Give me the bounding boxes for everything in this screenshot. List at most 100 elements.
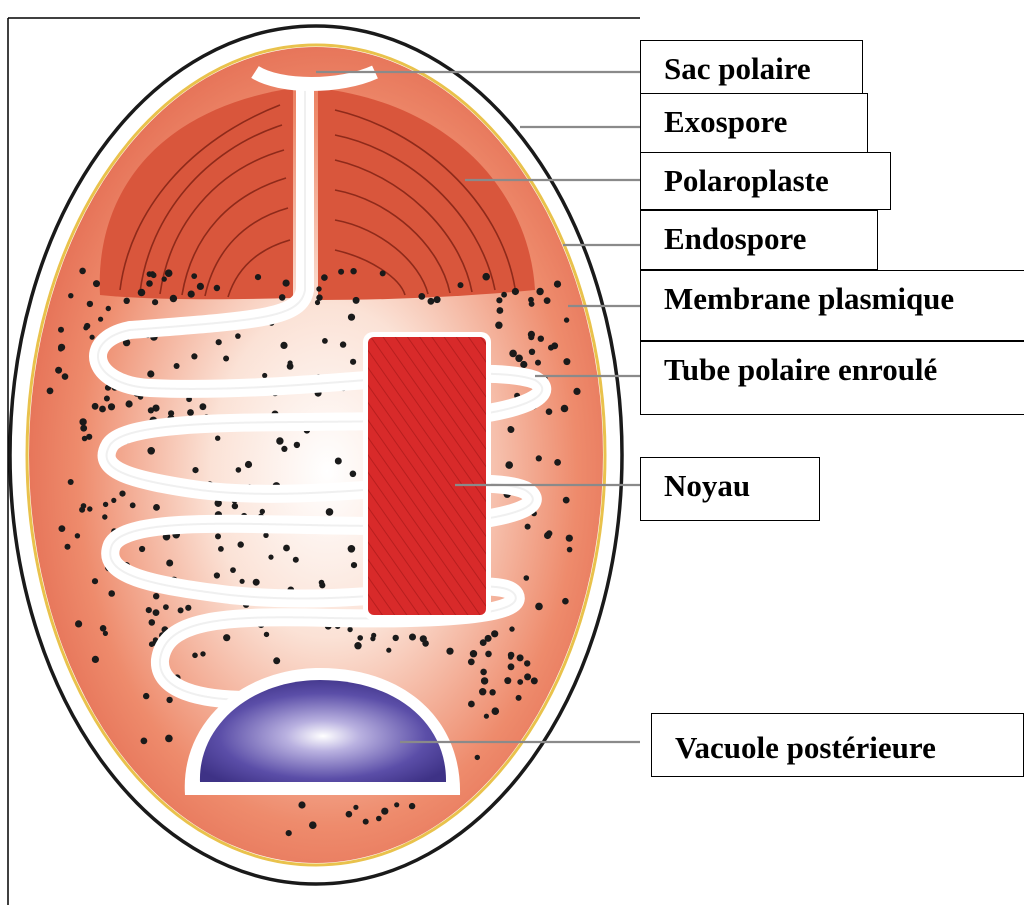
ribosome-dot bbox=[80, 425, 87, 432]
ribosome-dot bbox=[162, 276, 167, 281]
ribosome-dot bbox=[153, 609, 160, 616]
ribosome-dot bbox=[393, 635, 399, 641]
ribosome-dot bbox=[104, 396, 110, 402]
ribosome-dot bbox=[108, 403, 115, 410]
ribosome-dot bbox=[458, 282, 464, 288]
ribosome-dot bbox=[218, 546, 224, 552]
ribosome-dot bbox=[280, 342, 287, 349]
ribosome-dot bbox=[68, 479, 74, 485]
ribosome-dot bbox=[185, 605, 191, 611]
ribosome-dot bbox=[316, 286, 321, 291]
label-polaroplaste: Polaroplaste bbox=[640, 152, 891, 210]
ribosome-dot bbox=[232, 503, 238, 509]
ribosome-dot bbox=[268, 555, 273, 560]
ribosome-dot bbox=[470, 650, 477, 657]
ribosome-dot bbox=[370, 636, 375, 641]
ribosome-dot bbox=[381, 808, 388, 815]
ribosome-dot bbox=[492, 707, 500, 715]
label-sac-polaire: Sac polaire bbox=[640, 40, 863, 96]
ribosome-dot bbox=[501, 292, 507, 298]
ribosome-dot bbox=[141, 738, 148, 745]
ribosome-dot bbox=[508, 655, 513, 660]
ribosome-dot bbox=[535, 603, 543, 611]
ribosome-dot bbox=[65, 544, 71, 550]
ribosome-dot bbox=[170, 295, 177, 302]
label-membrane-plasmique: Membrane plasmique bbox=[640, 270, 1024, 341]
ribosome-dot bbox=[68, 293, 73, 298]
ribosome-dot bbox=[165, 735, 173, 743]
ribosome-dot bbox=[524, 575, 530, 581]
ribosome-dot bbox=[93, 280, 100, 287]
ribosome-dot bbox=[538, 336, 544, 342]
label-vacuole-posterieure: Vacuole postérieure bbox=[651, 713, 1024, 777]
ribosome-dot bbox=[491, 630, 498, 637]
ribosome-dot bbox=[517, 654, 524, 661]
ribosome-dot bbox=[138, 289, 146, 297]
ribosome-dot bbox=[319, 580, 325, 586]
ribosome-dot bbox=[223, 634, 230, 641]
ribosome-dot bbox=[281, 446, 287, 452]
ribosome-dot bbox=[153, 504, 160, 511]
ribosome-dot bbox=[214, 285, 220, 291]
ribosome-dot bbox=[528, 297, 534, 303]
ribosome-dot bbox=[508, 663, 515, 670]
label-tube-polaire: Tube polaire enroulé bbox=[640, 341, 1024, 415]
ribosome-dot bbox=[298, 801, 305, 808]
ribosome-dot bbox=[428, 298, 435, 305]
ribosome-dot bbox=[348, 545, 356, 553]
ribosome-dot bbox=[106, 306, 111, 311]
ribosome-dot bbox=[148, 407, 154, 413]
ribosome-dot bbox=[163, 604, 169, 610]
ribosome-dot bbox=[509, 626, 514, 631]
ribosome-dot bbox=[216, 339, 222, 345]
ribosome-dot bbox=[253, 579, 260, 586]
ribosome-dot bbox=[119, 491, 125, 497]
ribosome-dot bbox=[191, 353, 197, 359]
ribosome-dot bbox=[286, 830, 292, 836]
ribosome-dot bbox=[546, 530, 552, 536]
ribosome-dot bbox=[293, 557, 299, 563]
ribosome-dot bbox=[418, 293, 425, 300]
ribosome-dot bbox=[495, 322, 502, 329]
ribosome-dot bbox=[563, 497, 570, 504]
ribosome-dot bbox=[497, 307, 504, 314]
ribosome-dot bbox=[482, 273, 490, 281]
ribosome-dot bbox=[273, 657, 280, 664]
ribosome-dot bbox=[321, 274, 328, 281]
ribosome-dot bbox=[84, 323, 90, 329]
ribosome-dot bbox=[151, 272, 157, 278]
ribosome-dot bbox=[191, 273, 197, 279]
ribosome-dot bbox=[496, 297, 502, 303]
ribosome-dot bbox=[517, 679, 523, 685]
ribosome-dot bbox=[87, 506, 92, 511]
ribosome-dot bbox=[147, 370, 154, 377]
ribosome-dot bbox=[99, 406, 106, 413]
ribosome-dot bbox=[147, 447, 155, 455]
ribosome-dot bbox=[446, 648, 453, 655]
ribosome-dot bbox=[79, 418, 86, 425]
ribosome-dot bbox=[480, 669, 487, 676]
ribosome-dot bbox=[294, 442, 300, 448]
ribosome-dot bbox=[130, 502, 136, 508]
ribosome-dot bbox=[347, 627, 352, 632]
ribosome-dot bbox=[564, 317, 569, 322]
ribosome-dot bbox=[288, 360, 293, 365]
ribosome-dot bbox=[263, 533, 268, 538]
ribosome-dot bbox=[524, 673, 531, 680]
ribosome-dot bbox=[485, 651, 492, 658]
ribosome-dot bbox=[174, 363, 180, 369]
ribosome-dot bbox=[536, 288, 543, 295]
ribosome-dot bbox=[166, 697, 172, 703]
ribosome-dot bbox=[548, 345, 554, 351]
ribosome-dot bbox=[531, 677, 538, 684]
ribosome-dot bbox=[516, 695, 522, 701]
ribosome-dot bbox=[75, 620, 82, 627]
ribosome-dot bbox=[98, 317, 103, 322]
ribosome-dot bbox=[409, 634, 416, 641]
ribosome-dot bbox=[62, 373, 69, 380]
ribosome-dot bbox=[515, 355, 523, 363]
ribosome-dot bbox=[230, 567, 236, 573]
label-noyau: Noyau bbox=[640, 457, 820, 521]
ribosome-dot bbox=[346, 811, 353, 818]
